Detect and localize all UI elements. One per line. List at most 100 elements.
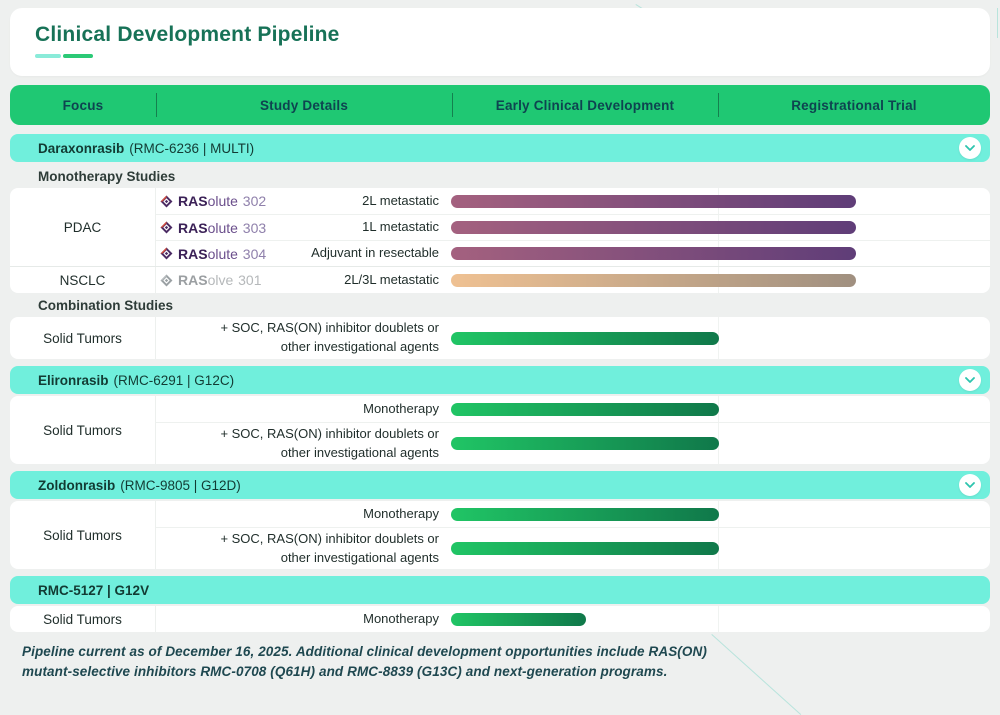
section-banner-daraxonrasib[interactable]: Daraxonrasib(RMC-6236 | MULTI) <box>10 134 990 162</box>
chevron-down-icon <box>965 482 975 488</box>
ras-gem-icon <box>160 221 173 234</box>
deco-line-vertical-right <box>997 8 998 38</box>
focus-label: Solid Tumors <box>10 501 156 569</box>
focus-label: NSCLC <box>10 267 156 293</box>
bar-cell <box>451 247 990 260</box>
section-elironrasib: Elironrasib(RMC-6291 | G12C) Solid Tumor… <box>10 366 990 464</box>
bar-cell <box>451 331 990 345</box>
study-setting: Monotherapy <box>363 400 439 416</box>
focus-block-solid-tumors: Solid Tumors Monotherapy + SOC, RAS(ON) in… <box>10 501 990 569</box>
section-banner-zoldonrasib[interactable]: Zoldonrasib(RMC-9805 | G12D) <box>10 471 990 499</box>
progress-bar <box>451 331 719 345</box>
column-header-study-details: Study Details <box>156 85 452 125</box>
study-cell: Monotherapy <box>156 505 451 524</box>
study-setting: Monotherapy <box>363 505 439 521</box>
section-drug-name: Zoldonrasib <box>38 477 116 493</box>
study-brand: RASolute 304 <box>160 246 266 262</box>
focus-label: Solid Tumors <box>10 606 156 632</box>
study-cell: Monotherapy <box>156 400 451 419</box>
column-header-focus: Focus <box>62 97 104 113</box>
study-row: RASolute 303 1L metastatic <box>156 214 990 240</box>
progress-bar <box>451 542 719 555</box>
progress-bar <box>451 507 719 521</box>
bar-cell <box>451 507 990 521</box>
focus-block-solid-tumors: Solid Tumors+ SOC, RAS(ON) inhibitor dou… <box>10 317 990 359</box>
study-brand: RASolute 302 <box>160 193 266 209</box>
ras-gem-icon <box>160 195 173 207</box>
study-setting: Adjuvant in resectable <box>311 245 439 261</box>
bar-cell <box>451 273 990 287</box>
rows-card: Solid Tumors Monotherapy <box>10 606 990 632</box>
study-setting: 2L/3L metastatic <box>344 271 439 287</box>
progress-bar <box>451 437 719 450</box>
group-label: Monotherapy Studies <box>38 168 176 184</box>
group-label: Combination Studies <box>38 297 173 313</box>
study-cell: RASolute 304 Adjuvant in resectable <box>156 244 451 263</box>
table-header: Focus Study Details Early Clinical Devel… <box>10 85 990 125</box>
column-header-registrational-trial: Registrational Trial <box>718 85 990 125</box>
progress-bar <box>451 612 586 626</box>
study-cell: RASolute 302 2L metastatic <box>156 192 451 211</box>
study-cell: RASolute 303 1L metastatic <box>156 218 451 237</box>
pipeline-sections: Daraxonrasib(RMC-6236 | MULTI) Monothera… <box>10 134 990 632</box>
focus-label: Solid Tumors <box>10 317 156 359</box>
bar-cell <box>451 221 990 234</box>
progress-bar <box>451 273 856 287</box>
rows-card: Solid Tumors+ SOC, RAS(ON) inhibitor dou… <box>10 317 990 359</box>
page-title: Clinical Development Pipeline <box>35 23 340 46</box>
progress-bar <box>451 194 856 208</box>
study-row: Monotherapy <box>156 606 990 632</box>
progress-bar <box>451 247 856 260</box>
focus-label: PDAC <box>10 188 156 266</box>
title-underline <box>35 54 990 58</box>
progress-bar <box>451 221 856 234</box>
bar-cell <box>451 402 990 416</box>
section-banner-elironrasib[interactable]: Elironrasib(RMC-6291 | G12C) <box>10 366 990 394</box>
study-brand: RASolve 301 <box>160 272 262 288</box>
section-drug-name: RMC-5127 | G12V <box>38 582 150 598</box>
bar-cell <box>451 437 990 450</box>
study-row: Monotherapy <box>156 501 990 527</box>
rows-card: Solid Tumors Monotherapy + SOC, RAS(ON) in… <box>10 396 990 464</box>
bar-cell <box>451 542 990 555</box>
section-drug-code: (RMC-6291 | G12C) <box>113 372 235 388</box>
study-setting: Monotherapy <box>363 610 439 626</box>
bar-cell <box>451 612 990 626</box>
study-row: RASolute 304 Adjuvant in resectable <box>156 240 990 266</box>
section-daraxonrasib: Daraxonrasib(RMC-6236 | MULTI) Monothera… <box>10 134 990 359</box>
collapse-button[interactable] <box>959 369 981 391</box>
section-drug-code: (RMC-9805 | G12D) <box>120 477 241 493</box>
title-card: Clinical Development Pipeline <box>10 8 990 76</box>
collapse-button[interactable] <box>959 474 981 496</box>
section-banner-rmc-5127[interactable]: RMC-5127 | G12V <box>10 576 990 604</box>
ras-gem-icon <box>160 247 173 260</box>
section-drug-name: Daraxonrasib <box>38 140 125 156</box>
study-row: Monotherapy <box>156 396 990 422</box>
chevron-down-icon <box>965 145 975 151</box>
focus-label: Solid Tumors <box>10 396 156 464</box>
focus-block-pdac: PDAC RASolute 302 2L metastatic RASolute… <box>10 188 990 266</box>
pipeline-footnote: Pipeline current as of December 16, 2025… <box>22 644 707 680</box>
study-setting: 1L metastatic <box>362 219 439 235</box>
section-drug-code: (RMC-6236 | MULTI) <box>129 140 255 156</box>
collapse-button[interactable] <box>959 137 981 159</box>
column-header-early-clinical-development: Early Clinical Development <box>452 85 718 125</box>
rows-card: PDAC RASolute 302 2L metastatic RASolute… <box>10 188 990 293</box>
study-row: RASolve 301 2L/3L metastatic <box>156 267 990 293</box>
rows-card: Solid Tumors Monotherapy + SOC, RAS(ON) in… <box>10 501 990 569</box>
chevron-down-icon <box>965 377 975 383</box>
section-zoldonrasib: Zoldonrasib(RMC-9805 | G12D) Solid Tumor… <box>10 471 990 569</box>
section-drug-name: Elironrasib <box>38 372 109 388</box>
study-setting: 2L metastatic <box>362 192 439 208</box>
study-cell: RASolve 301 2L/3L metastatic <box>156 271 451 290</box>
bar-cell <box>451 194 990 208</box>
study-cell: Monotherapy <box>156 610 451 629</box>
progress-bar <box>451 402 719 416</box>
focus-block-nsclc: NSCLC RASolve 301 2L/3L metastatic <box>10 266 990 293</box>
